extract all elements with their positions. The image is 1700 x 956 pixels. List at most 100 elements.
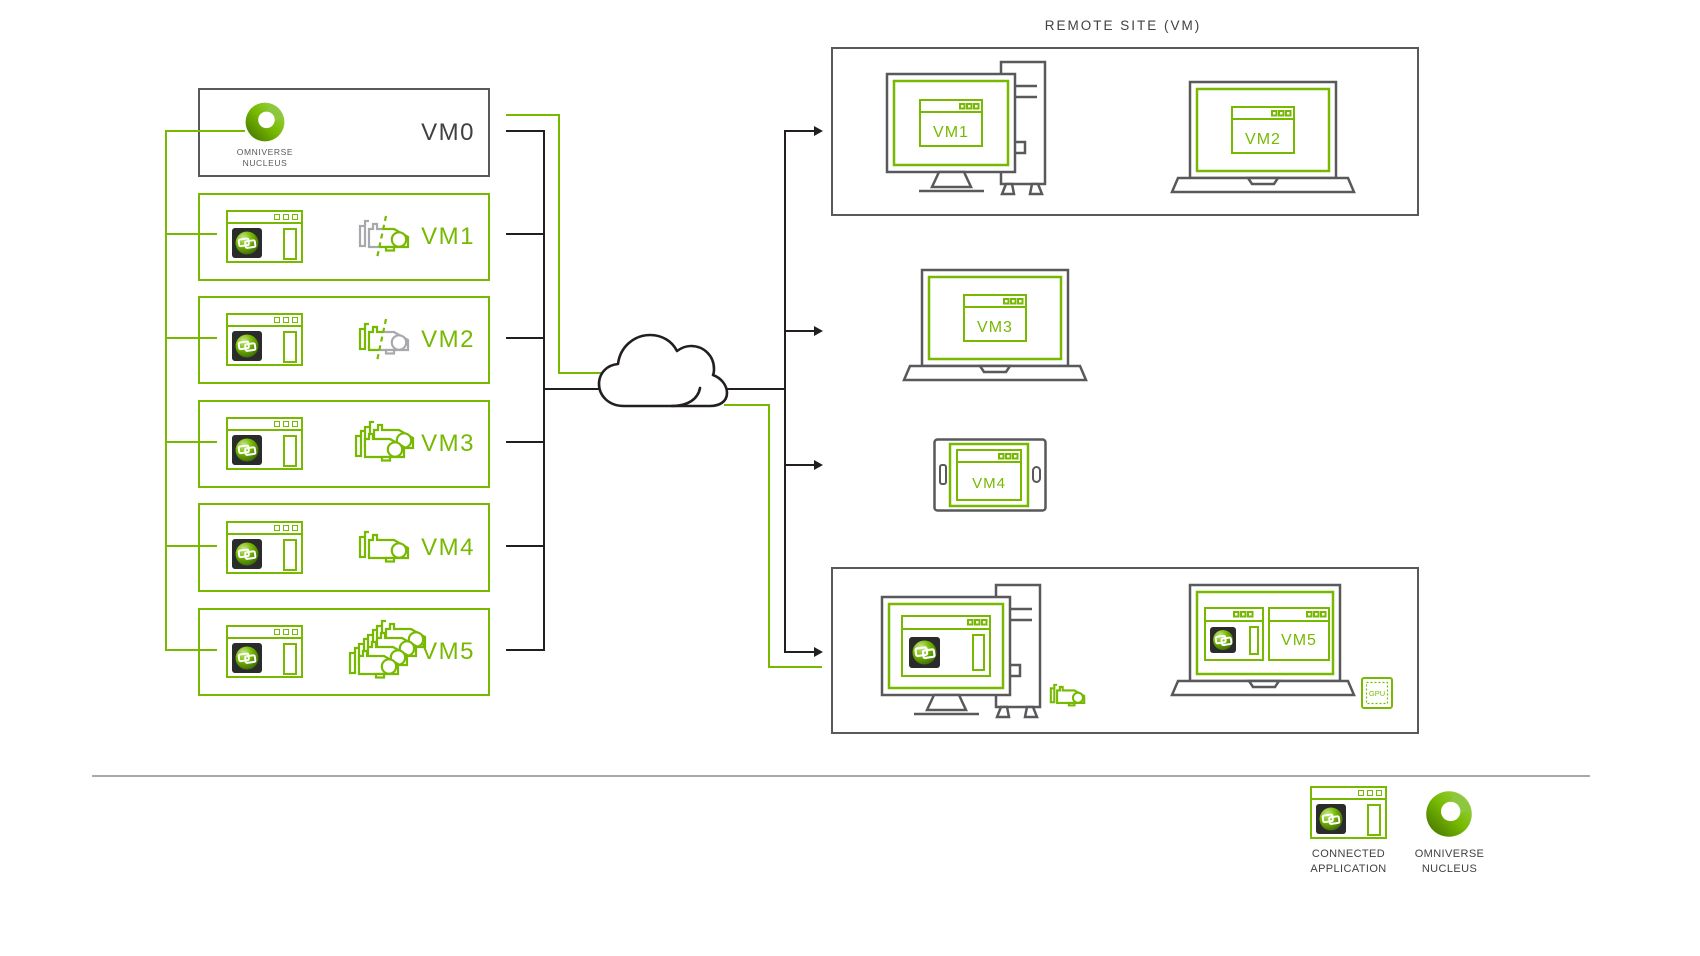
remote-desktop-app bbox=[880, 583, 1042, 719]
window-dot bbox=[291, 524, 298, 531]
window-titlebar bbox=[228, 212, 301, 224]
window-titlebar bbox=[1312, 788, 1385, 800]
window-dot bbox=[273, 316, 280, 323]
remote-vm1-label: VM1 bbox=[933, 124, 969, 141]
nucleus-caption: OMNIVERSE NUCLEUS bbox=[236, 147, 294, 168]
app-tile bbox=[232, 435, 262, 465]
host-vm4-box: VM4 bbox=[198, 503, 490, 592]
remote-laptop-vm3: VM3 bbox=[902, 268, 1088, 382]
app-tile bbox=[232, 643, 262, 673]
connected-application-icon bbox=[226, 521, 303, 574]
bus-stub-vm2 bbox=[506, 337, 545, 339]
window-panel bbox=[283, 643, 297, 675]
omniverse-connector-icon bbox=[235, 542, 259, 566]
app-tile bbox=[232, 228, 262, 258]
omniverse-connector-icon bbox=[235, 438, 259, 462]
vm1-label: VM1 bbox=[421, 223, 475, 250]
bus-stub-vm0 bbox=[506, 130, 545, 132]
legend-omniverse-nucleus-icon bbox=[1426, 791, 1472, 837]
window-titlebar bbox=[228, 419, 301, 431]
remote-desktop-vm1: VM1 bbox=[885, 60, 1047, 196]
omniverse-connector-icon bbox=[235, 646, 259, 670]
window-dot bbox=[273, 628, 280, 635]
single-gpu-icon bbox=[358, 530, 410, 563]
legend-omniverse-nucleus-label: OMNIVERSE NUCLEUS bbox=[1414, 848, 1485, 875]
remote-tablet-vm4: VM4 bbox=[933, 438, 1047, 512]
window-dot bbox=[282, 316, 289, 323]
bus-to-cloud-line bbox=[543, 388, 620, 390]
dual-gpu-icon bbox=[354, 420, 415, 462]
remote-vm2-label: VM2 bbox=[1245, 131, 1281, 148]
bus-stub-vm1 bbox=[506, 233, 545, 235]
host-vm0-box: OMNIVERSE NUCLEUS VM0 bbox=[198, 88, 490, 177]
host-stub-vm4 bbox=[165, 545, 217, 547]
window-panel bbox=[283, 331, 297, 363]
window-titlebar bbox=[228, 627, 301, 639]
window-titlebar bbox=[228, 523, 301, 535]
host-stub-vm5 bbox=[165, 649, 217, 651]
legend-connected-application-label: CONNECTED APPLICATION bbox=[1310, 848, 1387, 875]
arrow-to-vm3 bbox=[784, 326, 823, 336]
connected-application-icon bbox=[226, 417, 303, 470]
shared-gpu-icon-vm1 bbox=[358, 215, 410, 259]
bus-stub-vm4 bbox=[506, 545, 545, 547]
gpu-chip-label: GPU bbox=[1369, 689, 1385, 698]
host-vm5-box: VM5 bbox=[198, 608, 490, 696]
host-stub-vm3 bbox=[165, 441, 217, 443]
remote-vm5-label: VM5 bbox=[1281, 632, 1317, 649]
footer-divider bbox=[92, 775, 1590, 777]
window-dot bbox=[291, 628, 298, 635]
window-dot bbox=[282, 628, 289, 635]
arrow-to-vm4 bbox=[784, 460, 823, 470]
remote-vm3-label: VM3 bbox=[977, 319, 1013, 336]
omniverse-connector-icon bbox=[235, 334, 259, 358]
window-dot bbox=[273, 213, 280, 220]
vm4-label: VM4 bbox=[421, 533, 475, 561]
window-panel bbox=[283, 539, 297, 571]
vm2-label: VM2 bbox=[421, 326, 475, 353]
window-titlebar bbox=[228, 315, 301, 327]
window-dot bbox=[1357, 789, 1364, 796]
remote-laptop-vm5: VM5 bbox=[1170, 583, 1356, 697]
legend-connected-application-icon bbox=[1310, 786, 1387, 839]
remote-black-bus bbox=[784, 130, 786, 653]
omniverse-connector-icon bbox=[235, 231, 259, 255]
vm0-label: VM0 bbox=[421, 118, 475, 146]
green-cloud-out-line bbox=[724, 404, 770, 406]
remote-gpu-card-icon bbox=[1049, 683, 1086, 707]
window-dot bbox=[273, 420, 280, 427]
window-dot bbox=[291, 420, 298, 427]
host-green-bus bbox=[165, 130, 167, 651]
app-tile bbox=[232, 539, 262, 569]
shared-gpu-icon-vm2 bbox=[358, 318, 410, 362]
window-dot bbox=[282, 524, 289, 531]
connected-application-icon bbox=[226, 210, 303, 263]
nucleus-line-to-cloud bbox=[558, 372, 620, 374]
remote-vm4-label: VM4 bbox=[972, 475, 1006, 492]
bus-stub-vm5 bbox=[506, 649, 545, 651]
host-vm2-box: VM2 bbox=[198, 296, 490, 384]
green-remote-vertical bbox=[768, 404, 770, 668]
app-tile bbox=[232, 331, 262, 361]
vm3-label: VM3 bbox=[421, 430, 475, 457]
remote-site-title: REMOTE SITE (VM) bbox=[1044, 18, 1202, 33]
window-panel bbox=[283, 435, 297, 467]
arrow-to-remote-bottom bbox=[784, 647, 823, 657]
window-panel bbox=[1367, 804, 1381, 836]
omniverse-nucleus-icon bbox=[245, 102, 285, 142]
window-dot bbox=[291, 316, 298, 323]
window-panel bbox=[283, 228, 297, 260]
arrow-to-remote-top bbox=[784, 126, 823, 136]
remote-laptop-vm2: VM2 bbox=[1170, 80, 1356, 194]
cloud-to-remote-line bbox=[724, 388, 786, 390]
window-dot bbox=[273, 524, 280, 531]
window-dot bbox=[282, 213, 289, 220]
window-dot bbox=[1366, 789, 1373, 796]
host-black-bus bbox=[543, 130, 545, 651]
nucleus-line-vertical bbox=[558, 114, 560, 374]
connected-application-icon bbox=[226, 625, 303, 678]
green-to-remote-bottom bbox=[768, 666, 822, 668]
host-stub-vm1 bbox=[165, 233, 217, 235]
host-vm3-box: VM3 bbox=[198, 400, 490, 488]
